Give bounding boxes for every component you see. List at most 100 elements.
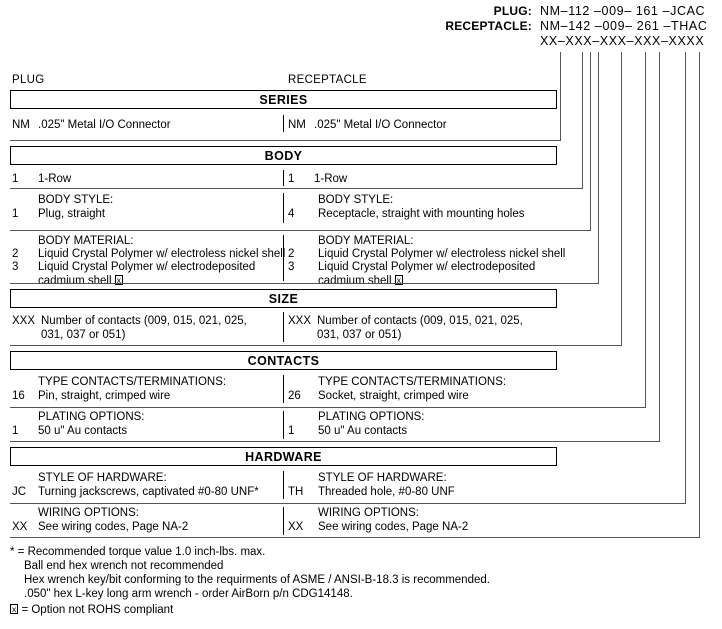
leader-line-contact-type: [645, 63, 646, 407]
column-header-plug: PLUG: [12, 74, 45, 86]
column-divider-hardware-style: [283, 471, 284, 499]
group-heading: STYLE OF HARDWARE:: [318, 472, 447, 484]
option-code: XXX: [12, 315, 36, 327]
part-number-header: PLUG: NM–112 –009– 161 –JCAC RECEPTACLE:…: [420, 4, 710, 49]
section-rule: [10, 140, 558, 142]
leader-tick-size: [621, 52, 622, 63]
receptacle-part-number-label: RECEPTACLE:: [445, 19, 532, 33]
part-number-mask-row: XX–XXX–XXX–XXX–XXXX: [420, 34, 710, 49]
leader-line-hardware-style: [685, 63, 686, 503]
option-desc: Liquid Crystal Polymer w/ electroless ni…: [38, 248, 286, 260]
group-heading: BODY STYLE:: [38, 194, 114, 206]
option-code: TH: [288, 486, 304, 498]
option-desc: 50 u" Au contacts: [318, 425, 408, 437]
option-desc: 1-Row: [314, 173, 348, 185]
column-divider-contact-type: [283, 375, 284, 403]
option-code: XX: [288, 521, 304, 533]
option-desc: 50 u" Au contacts: [38, 425, 128, 437]
section-bar-series: SERIES: [10, 90, 557, 109]
leader-line-size: [621, 63, 622, 345]
group-rule: [10, 441, 660, 443]
option-code: 2: [288, 248, 295, 260]
option-desc: Pin, straight, crimped wire: [38, 390, 171, 402]
option-code: 3: [12, 261, 19, 273]
option-desc: 1-Row: [38, 173, 72, 185]
group-heading: BODY MATERIAL:: [318, 235, 414, 247]
option-code: 2: [12, 248, 19, 260]
option-code: 1: [12, 208, 19, 220]
group-rule: [10, 283, 599, 285]
group-heading: TYPE CONTACTS/TERMINATIONS:: [38, 376, 227, 388]
footnote-line: Ball end hex wrench not recommended: [24, 560, 224, 572]
section-title-size: SIZE: [268, 291, 299, 306]
leader-tick-body-style: [590, 52, 591, 63]
column-header-receptacle: RECEPTACLE: [288, 74, 367, 86]
leader-tick-wiring: [699, 52, 700, 63]
option-desc: See wiring codes, Page NA-2: [38, 521, 189, 533]
receptacle-part-number-value: NM–142 –009– 261 –THAC: [540, 19, 708, 33]
footnote-rohs-text: = Option not ROHS compliant: [21, 604, 174, 616]
option-code: 1: [288, 425, 295, 437]
leader-line-body-row: [582, 63, 583, 188]
section-bar-hardware: HARDWARE: [10, 447, 557, 466]
option-code: 3: [288, 261, 295, 273]
option-desc: Turning jackscrews, captivated #0-80 UNF…: [38, 486, 259, 498]
section-rule: [10, 345, 622, 347]
group-rule: [10, 537, 700, 539]
option-code: 16: [12, 390, 25, 402]
leader-line-series: [560, 63, 561, 140]
leader-tick-body-material: [598, 52, 599, 63]
group-heading: STYLE OF HARDWARE:: [38, 472, 167, 484]
leader-line-wiring: [699, 63, 700, 537]
plug-part-number-value: NM–112 –009– 161 –JCAC: [540, 4, 706, 18]
section-bar-size: SIZE: [10, 289, 557, 308]
column-divider-body-row: [283, 170, 284, 186]
footnote-line: .050" hex L-key long arm wrench - order …: [24, 588, 353, 600]
group-rule: [10, 188, 583, 190]
column-divider-series: [283, 115, 284, 132]
section-title-contacts: CONTACTS: [247, 353, 320, 368]
leader-tick-body-row: [582, 52, 583, 63]
leader-tick-contact-type: [645, 52, 646, 63]
leader-tick-hardware-style: [685, 52, 686, 63]
leader-line-body-material: [598, 63, 599, 283]
plug-part-number-row: PLUG: NM–112 –009– 161 –JCAC: [420, 4, 710, 19]
leader-tick-plating: [659, 52, 660, 63]
group-heading: TYPE CONTACTS/TERMINATIONS:: [318, 376, 507, 388]
group-rule: [10, 230, 591, 232]
option-desc: Liquid Crystal Polymer w/ electroless ni…: [318, 248, 566, 260]
footnote-line: Hex wrench key/bit conforming to the req…: [24, 574, 490, 586]
group-heading: PLATING OPTIONS:: [318, 411, 425, 423]
group-heading: BODY MATERIAL:: [38, 235, 134, 247]
option-code: JC: [12, 486, 27, 498]
option-desc: .025" Metal I/O Connector: [314, 119, 447, 131]
option-desc: .025" Metal I/O Connector: [38, 119, 171, 131]
group-rule: [10, 503, 686, 505]
footnote-asterisk: * = Recommended torque value 1.0 inch-lb…: [10, 545, 570, 601]
option-desc: Socket, straight, crimped wire: [318, 390, 469, 402]
group-heading: WIRING OPTIONS:: [38, 507, 139, 519]
leader-tick-series: [560, 52, 561, 63]
option-code: NM: [288, 119, 306, 131]
column-divider-plating: [283, 411, 284, 439]
option-code: 1: [288, 173, 295, 185]
leader-line-body-style: [590, 63, 591, 230]
column-divider-body-material: [283, 235, 284, 281]
option-desc: Plug, straight: [38, 208, 106, 220]
option-desc: Number of contacts (009, 015, 021, 025, …: [41, 315, 247, 341]
section-title-hardware: HARDWARE: [245, 449, 322, 464]
option-code: 4: [288, 208, 295, 220]
footnote-rohs: x = Option not ROHS compliant: [10, 603, 173, 617]
leader-elbow-series: [556, 140, 561, 141]
option-code: XXX: [288, 315, 312, 327]
column-divider-body-style: [283, 193, 284, 223]
option-desc: See wiring codes, Page NA-2: [318, 521, 469, 533]
section-title-series: SERIES: [259, 92, 308, 107]
footnote-line: * = Recommended torque value 1.0 inch-lb…: [10, 546, 266, 558]
group-heading: BODY STYLE:: [318, 194, 394, 206]
option-code: 26: [288, 390, 301, 402]
option-desc: Threaded hole, #0-80 UNF: [318, 486, 455, 498]
option-code: 1: [12, 173, 19, 185]
plug-part-number-label: PLUG:: [493, 4, 532, 18]
